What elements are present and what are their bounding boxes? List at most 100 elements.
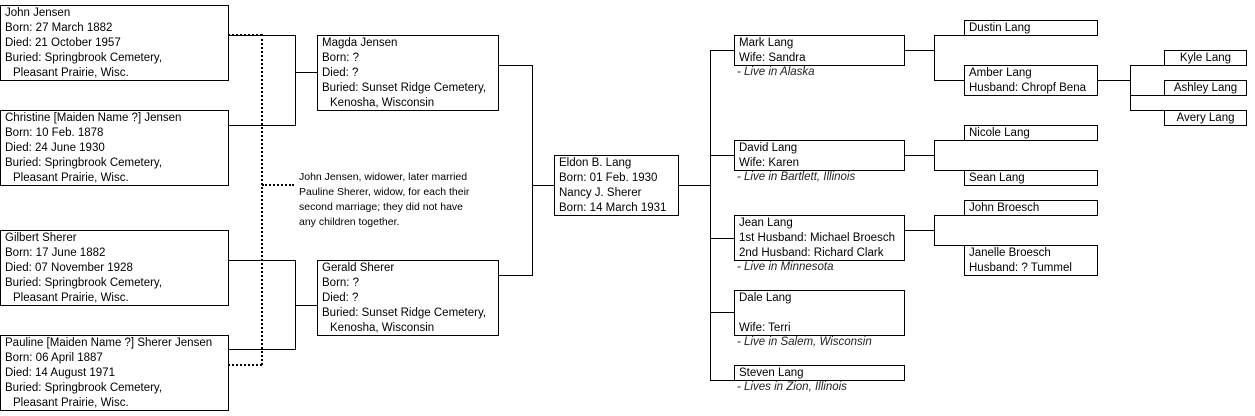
person-name: John Jensen: [5, 7, 71, 19]
burial-location: Pleasant Prairie, Wisc.: [13, 172, 129, 184]
born-date: Born: ?: [322, 277, 360, 289]
person-name: Pauline [Maiden Name ?] Sherer Jensen: [5, 337, 213, 349]
person-name: Steven Lang: [739, 367, 804, 379]
person-box-gilbert-sherer: Gilbert Sherer Born: 17 June 1882 Died: …: [0, 230, 229, 306]
connector-line: [498, 65, 533, 66]
connector-line: [934, 140, 935, 171]
connector-line: [904, 230, 935, 231]
note-line: John Jensen, widower, later married: [299, 171, 468, 183]
person-box-john-jensen: John Jensen Born: 27 March 1882 Died: 21…: [0, 5, 229, 81]
person-name: Jean Lang: [739, 217, 793, 229]
connector-line: [678, 185, 711, 186]
connector-line: [1130, 95, 1164, 96]
person-box-kyle-lang: Kyle Lang: [1164, 50, 1247, 66]
burial-location: Kenosha, Wisconsin: [330, 97, 435, 109]
person-name: Sean Lang: [969, 172, 1025, 184]
connector-line: [532, 185, 554, 186]
born-date: Born: ?: [322, 52, 360, 64]
note-line: second marriage; they did not have: [299, 201, 464, 213]
burial-location: Pleasant Prairie, Wisc.: [13, 292, 129, 304]
person-name: Dustin Lang: [969, 22, 1031, 34]
person-box-dale-lang: Dale Lang Wife: Terri: [734, 290, 905, 336]
person-name: Amber Lang: [969, 67, 1032, 79]
residence-note: - Live in Alaska: [737, 66, 815, 78]
spouse-name: 2nd Husband: Richard Clark: [739, 247, 884, 259]
burial-place: Buried: Springbrook Cemetery,: [5, 277, 163, 289]
spouse-name: Wife: Karen: [739, 157, 800, 169]
person-name: Eldon B. Lang: [559, 157, 632, 169]
connector-line: [710, 380, 734, 381]
born-date: Born: 17 June 1882: [5, 247, 106, 259]
spouse-born-date: Born: 14 March 1931: [559, 202, 667, 214]
born-date: Born: 10 Feb. 1878: [5, 127, 104, 139]
connector-line: [934, 35, 935, 81]
person-box-amber-lang: Amber Lang Husband: Chropf Bena: [964, 65, 1098, 96]
spouse-name: Wife: Sandra: [739, 52, 806, 64]
burial-place: Buried: Sunset Ridge Cemetery,: [322, 307, 487, 319]
remarriage-dotted-line: [228, 364, 262, 366]
connector-line: [934, 215, 964, 216]
person-box-magda-jensen: Magda Jensen Born: ? Died: ? Buried: Sun…: [317, 35, 499, 111]
burial-place: Buried: Springbrook Cemetery,: [5, 52, 163, 64]
person-name: David Lang: [739, 142, 798, 154]
person-box-mark-lang: Mark Lang Wife: Sandra: [734, 35, 905, 66]
person-box-dustin-lang: Dustin Lang: [964, 20, 1098, 36]
connector-line: [934, 170, 964, 171]
person-box-ashley-lang: Ashley Lang: [1164, 80, 1247, 96]
person-box-steven-lang: Steven Lang: [734, 365, 905, 381]
person-box-christine-jensen: Christine [Maiden Name ?] Jensen Born: 1…: [0, 110, 229, 186]
connector-line: [934, 245, 964, 246]
connector-line: [934, 140, 964, 141]
person-name: Gilbert Sherer: [5, 232, 77, 244]
connector-line: [1130, 65, 1164, 66]
residence-note: - Live in Bartlett, Illinois: [737, 171, 856, 183]
connector-line: [710, 155, 734, 156]
person-name: Christine [Maiden Name ?] Jensen: [5, 112, 182, 124]
spacer: [739, 306, 900, 321]
burial-location: Pleasant Prairie, Wisc.: [13, 397, 129, 409]
burial-place: Buried: Springbrook Cemetery,: [5, 157, 163, 169]
person-name: Mark Lang: [739, 37, 794, 49]
remarriage-dotted-line: [228, 34, 262, 36]
connector-line: [532, 65, 533, 276]
person-box-nicole-lang: Nicole Lang: [964, 125, 1098, 141]
person-name: Janelle Broesch: [969, 247, 1051, 259]
connector-line: [934, 80, 964, 81]
connector-line: [934, 215, 935, 246]
residence-note: - Live in Salem, Wisconsin: [737, 336, 872, 348]
person-name: John Broesch: [969, 202, 1040, 214]
residence-note: - Live in Minnesota: [737, 261, 834, 273]
connector-line: [710, 50, 734, 51]
died-date: Died: 14 August 1971: [5, 367, 115, 379]
connector-line: [295, 72, 317, 73]
person-name: Magda Jensen: [322, 37, 398, 49]
died-date: Died: ?: [322, 292, 359, 304]
connector-line: [710, 312, 734, 313]
burial-location: Kenosha, Wisconsin: [330, 322, 435, 334]
connector-line: [295, 305, 317, 306]
note-line: Pauline Sherer, widow, for each their: [299, 186, 470, 198]
person-box-avery-lang: Avery Lang: [1164, 110, 1247, 126]
connector-line: [498, 275, 533, 276]
burial-place: Buried: Sunset Ridge Cemetery,: [322, 82, 487, 94]
person-name: Dale Lang: [739, 292, 792, 304]
died-date: Died: ?: [322, 67, 359, 79]
person-box-eldon-nancy-lang: Eldon B. Lang Born: 01 Feb. 1930 Nancy J…: [554, 155, 679, 216]
person-box-janelle-broesch: Janelle Broesch Husband: ? Tummel: [964, 245, 1098, 276]
born-date: Born: 01 Feb. 1930: [559, 172, 658, 184]
connector-line: [934, 35, 964, 36]
spouse-name: 1st Husband: Michael Broesch: [739, 232, 895, 244]
connector-line: [295, 35, 296, 126]
person-box-jean-lang: Jean Lang 1st Husband: Michael Broesch 2…: [734, 215, 905, 261]
connector-line: [904, 50, 935, 51]
remarriage-dotted-line: [262, 184, 294, 186]
person-box-gerald-sherer: Gerald Sherer Born: ? Died: ? Buried: Su…: [317, 260, 499, 336]
born-date: Born: 06 April 1887: [5, 352, 103, 364]
connector-line: [710, 238, 734, 239]
person-name: Kyle Lang: [1179, 52, 1232, 64]
person-name: Avery Lang: [1176, 112, 1235, 124]
connector-line: [710, 50, 711, 380]
person-box-sean-lang: Sean Lang: [964, 170, 1098, 186]
person-box-john-broesch: John Broesch: [964, 200, 1098, 216]
died-date: Died: 24 June 1930: [5, 142, 105, 154]
